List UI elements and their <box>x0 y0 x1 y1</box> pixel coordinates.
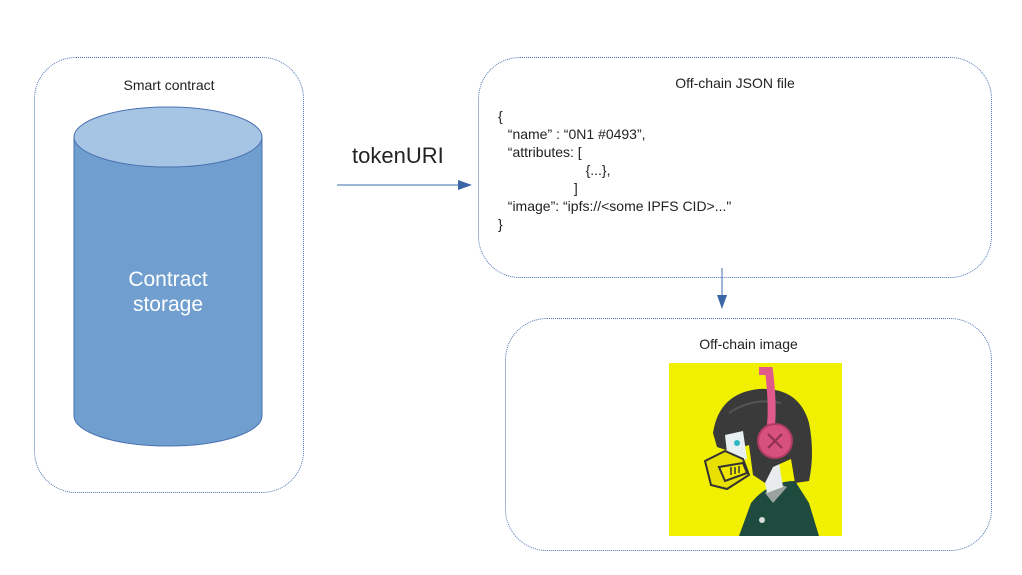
tokenuri-arrow-head <box>458 180 472 190</box>
cylinder-label-contract: Contract <box>128 268 208 291</box>
json-file-box: Off-chain JSON file <box>478 57 992 278</box>
smart-contract-title: Smart contract <box>123 77 215 93</box>
cylinder-top <box>73 106 263 168</box>
nft-image <box>669 363 842 536</box>
tokenuri-arrow <box>337 180 472 190</box>
contract-storage-cylinder <box>73 106 263 447</box>
cylinder-label-storage: storage <box>132 293 204 316</box>
json-line: { <box>498 108 503 124</box>
smart-contract-box: Smart contract <box>34 57 304 493</box>
json-line: } <box>498 216 503 232</box>
json-line: ] <box>500 180 578 196</box>
off-chain-image-title: Off-chain image <box>699 336 798 352</box>
down-arrow <box>717 268 727 309</box>
tokenuri-label: tokenURI <box>352 143 444 168</box>
json-file-title: Off-chain JSON file <box>675 75 795 91</box>
json-line: {...}, <box>500 162 611 178</box>
off-chain-image-box: Off-chain image <box>505 318 992 551</box>
json-line: “attributes: [ <box>500 144 582 160</box>
anime-girl-gas-mask-headphones-icon <box>669 363 842 536</box>
down-arrow-head <box>717 295 727 309</box>
json-line: “name” : “0N1 #0493”, <box>500 126 646 142</box>
json-line: “image”: “ipfs://<some IPFS CID>..." <box>500 198 732 214</box>
cylinder-body <box>73 136 263 447</box>
